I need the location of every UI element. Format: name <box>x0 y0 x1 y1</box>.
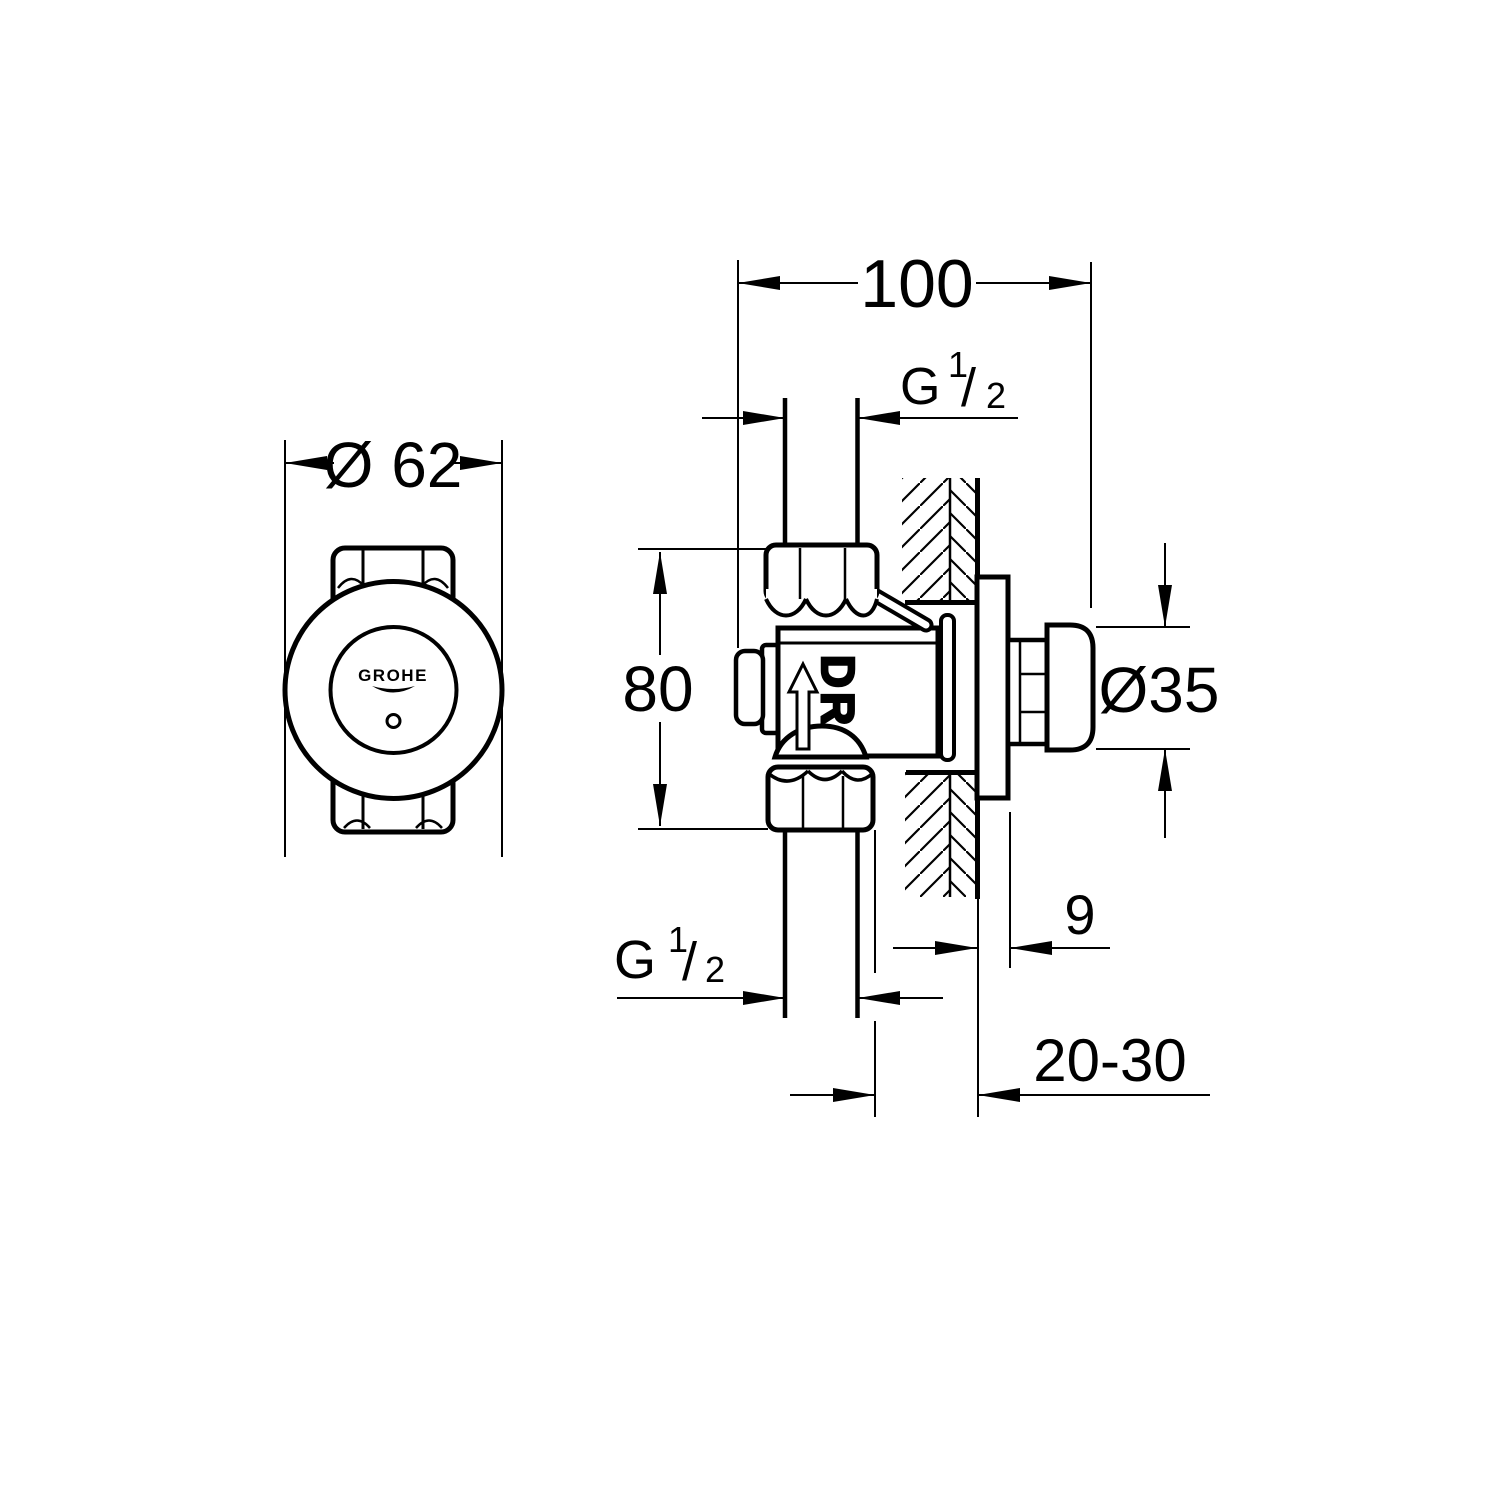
svg-text:G: G <box>900 358 940 416</box>
hex-adapter <box>1005 637 1050 747</box>
top-hex-nut-section <box>763 542 880 618</box>
arrow-right-icon <box>833 1088 875 1102</box>
side-stop-plug <box>733 648 766 727</box>
flow-marking-label: DR <box>812 655 864 729</box>
arrow-up-icon <box>1158 749 1172 791</box>
svg-text:1: 1 <box>668 919 688 960</box>
svg-text:/: / <box>961 358 976 418</box>
button-diameter-label: Ø35 <box>1099 654 1220 726</box>
dim-wall-offset-9 <box>893 812 1110 968</box>
top-pipe <box>782 398 860 548</box>
height-label: 80 <box>622 653 693 725</box>
wall-offset-label: 9 <box>1064 883 1095 946</box>
bottom-hex-nut-section <box>765 764 876 833</box>
arrow-up-icon <box>653 552 667 594</box>
front-diameter-label: Ø 62 <box>324 429 463 501</box>
dim-width-100 <box>737 260 1092 648</box>
arrow-right-icon <box>460 456 502 470</box>
svg-text:/: / <box>682 932 697 992</box>
arrow-down-icon <box>1158 585 1172 627</box>
arrow-left-icon <box>1010 941 1052 955</box>
svg-text:G: G <box>614 930 656 990</box>
arrow-left-icon <box>285 456 327 470</box>
dim-button-diameter <box>1096 543 1190 838</box>
width-label: 100 <box>860 246 973 322</box>
flow-direction-arrow-icon <box>786 660 820 751</box>
section-view: DR 100 <box>614 246 1219 1117</box>
svg-text:2: 2 <box>705 949 725 990</box>
arrow-right-icon <box>1049 276 1091 290</box>
dim-mounting-depth <box>790 830 1210 1117</box>
arrow-left-icon <box>858 411 900 425</box>
bottom-pipe <box>782 830 860 1018</box>
thread-top-label: G 1 / 2 <box>900 344 1006 418</box>
dim-thread-bottom <box>617 991 943 1005</box>
thread-bottom-label: G 1 / 2 <box>614 919 725 992</box>
arrow-down-icon <box>653 784 667 826</box>
button-hole <box>385 713 402 729</box>
push-button-section <box>1044 622 1096 753</box>
dim-thread-top <box>702 411 1018 425</box>
arrow-right-icon <box>743 411 785 425</box>
valve-body: DR <box>733 542 941 833</box>
arrow-left-icon <box>978 1088 1020 1102</box>
escutcheon-flange <box>974 574 1011 801</box>
svg-text:1: 1 <box>948 344 968 385</box>
arrow-left-icon <box>738 276 780 290</box>
mounting-depth-label: 20-30 <box>1033 1027 1186 1094</box>
svg-text:2: 2 <box>986 375 1006 416</box>
front-view: Ø 62 GROHE <box>282 429 505 857</box>
dim-height-80 <box>638 548 768 830</box>
arrow-right-icon <box>935 941 977 955</box>
dim-front-diameter <box>284 440 503 857</box>
seal-ring <box>939 613 956 762</box>
brand-logo: GROHE <box>358 666 428 685</box>
arrow-left-icon <box>858 991 900 1005</box>
brand-logo-swoosh-icon <box>372 686 415 693</box>
arrow-right-icon <box>743 991 785 1005</box>
